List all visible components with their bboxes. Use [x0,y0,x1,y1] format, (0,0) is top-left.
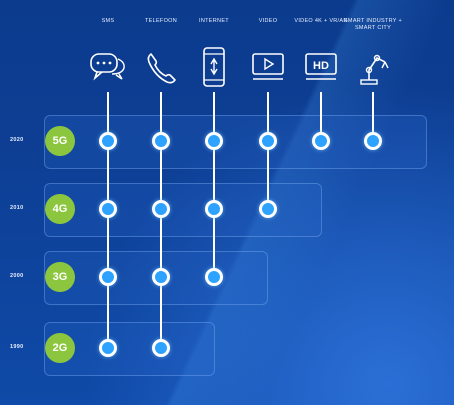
column-label: VIDEO 4K + VR/AR [294,18,348,24]
connector-line [107,92,109,348]
service-node [205,268,223,286]
svg-text:HD: HD [313,60,329,72]
service-node [205,132,223,150]
service-node [152,200,170,218]
year-label: 2010 [10,205,24,211]
service-node [205,200,223,218]
year-label: 2000 [10,273,24,279]
connector-line [320,92,322,141]
connector-line [372,92,374,141]
generation-badge: 3G [45,262,75,292]
phone-icon [141,44,181,90]
service-node [99,200,117,218]
service-node [259,132,277,150]
generation-badge: 5G [45,126,75,156]
service-node [99,132,117,150]
service-node [152,132,170,150]
chat-bubbles-icon [88,44,128,90]
service-node [259,200,277,218]
connector-line [213,92,215,277]
column-label: SMART INDUSTRY + SMART CITY [343,18,403,31]
generation-badge: 2G [45,333,75,363]
connector-line [267,92,269,209]
column-label: VIDEO [258,18,278,24]
year-label: 2020 [10,137,24,143]
hd-video-icon: HD [301,44,341,90]
generation-badge: 4G [45,194,75,224]
generation-band-4g [44,183,322,237]
service-node [99,268,117,286]
service-node [99,339,117,357]
column-label: TELEFOON [144,18,178,24]
column-label: SMS [101,18,115,24]
service-node [152,339,170,357]
video-play-icon [248,44,288,90]
year-label: 1990 [10,344,24,350]
connector-line [160,92,162,348]
column-label: INTERNET [199,18,229,24]
service-node [312,132,330,150]
smartphone-icon [194,44,234,90]
service-node [152,268,170,286]
robot-arm-icon [353,44,393,90]
service-node [364,132,382,150]
